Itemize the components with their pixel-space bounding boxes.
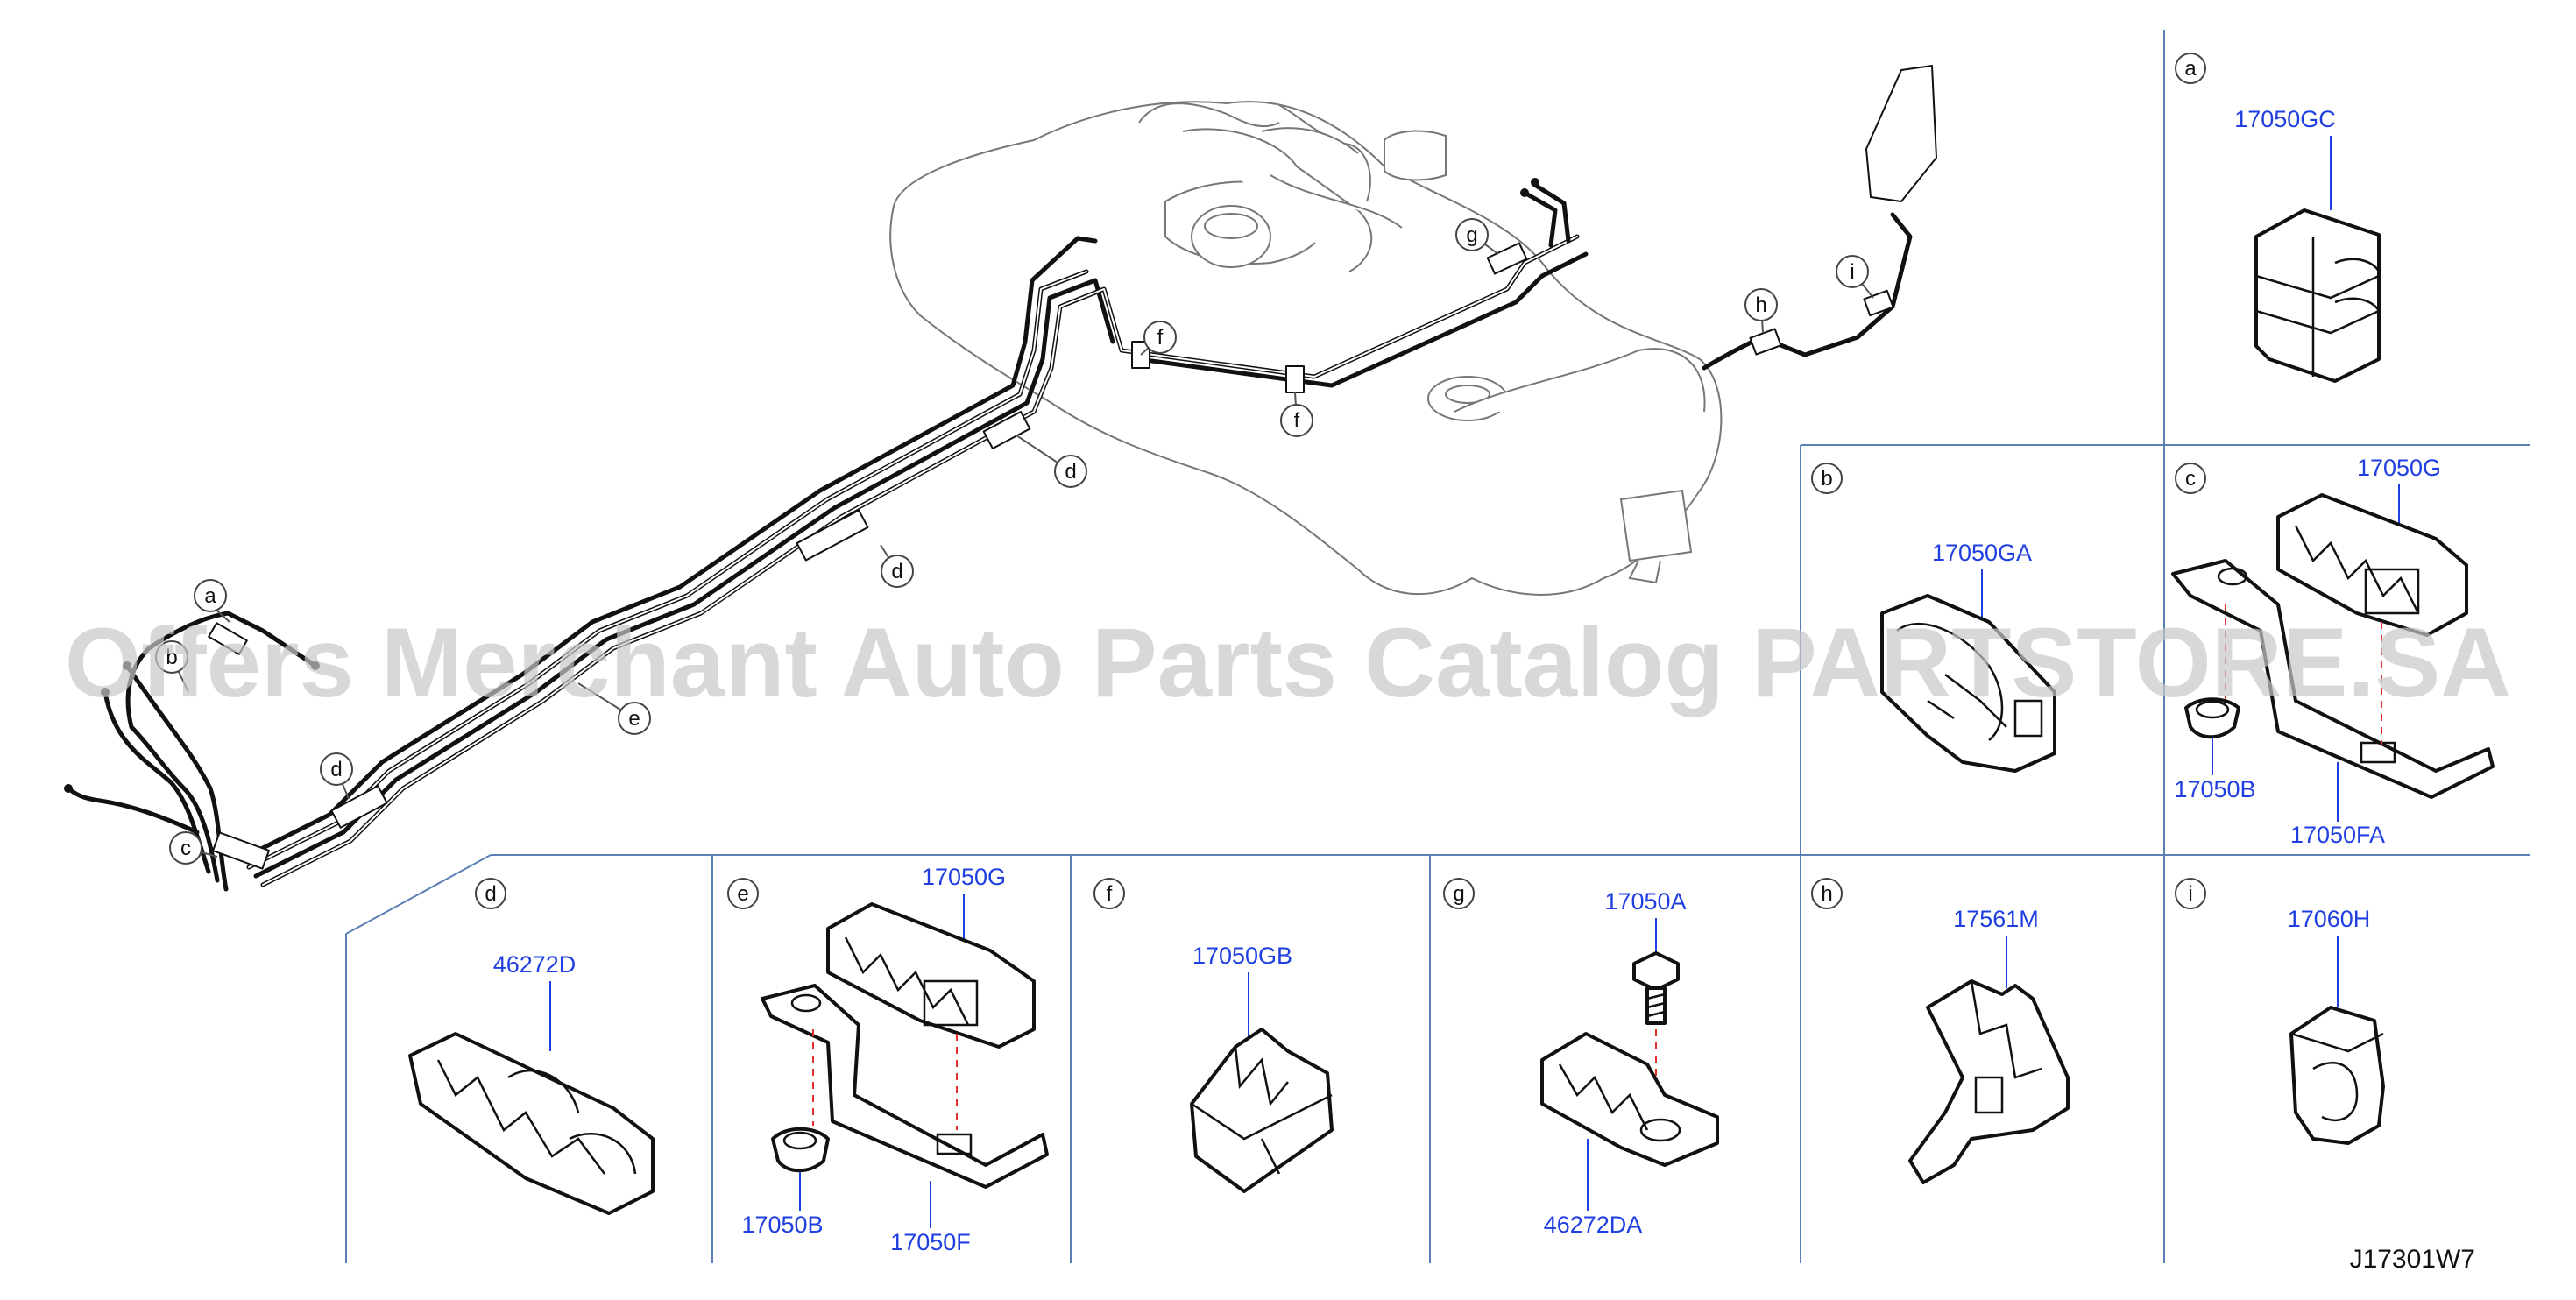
part-46272DA: 46272DA [1544,1212,1643,1238]
part-17050B-e: 17050B [741,1212,823,1238]
callout-g: g [1455,218,1499,255]
callout-a: a [194,579,230,623]
svg-text:i: i [1850,260,1854,284]
part-17050FA: 17050FA [2290,822,2385,848]
svg-text:g: g [1466,223,1477,247]
bolt-17050A-drawing [1632,951,1680,1025]
callout-c: c [169,831,218,865]
panel-e: e 17050G 17050B 17050F [727,864,1049,1255]
clip-17050G-e-drawing [826,902,1036,1049]
svg-text:b: b [166,646,177,669]
part-17050GC: 17050GC [2234,106,2336,132]
part-17050F: 17050F [890,1229,971,1255]
svg-text:f: f [1294,409,1300,433]
callout-d-2: d [880,544,914,588]
svg-text:h: h [1755,293,1766,317]
panel-b: b 17050GA [1811,463,2056,773]
part-17050B-c: 17050B [2174,776,2255,802]
clip-17050GC-drawing [2254,208,2381,383]
panel-g-letter: g [1453,882,1464,906]
panel-e-letter: e [737,882,748,906]
svg-text:d: d [330,758,342,781]
part-17561M: 17561M [1953,906,2039,932]
callout-f-2: f [1280,392,1313,437]
callout-f-1: f [1140,321,1177,356]
panel-a: a 17050GC [2175,53,2381,383]
svg-text:c: c [180,837,191,860]
clip-17050G-c-drawing [2276,493,2468,637]
panel-f-letter: f [1107,882,1113,906]
part-17050A: 17050A [1604,888,1686,915]
panel-i-letter: i [2188,882,2192,906]
part-17060H: 17060H [2288,906,2371,932]
clip-46272DA-drawing [1540,1032,1719,1167]
callout-h: h [1744,288,1778,334]
svg-text:a: a [204,584,216,608]
panel-a-letter: a [2184,57,2197,81]
diagram-ref-code: J17301W7 [2350,1245,2475,1274]
clip-17060H-drawing [2289,1006,2385,1145]
clip-46272D-drawing [408,1032,655,1215]
part-46272D: 46272D [493,951,577,978]
panel-g: g 17050A 46272DA [1443,878,1719,1238]
part-17050GA: 17050GA [1932,540,2032,566]
panel-h-letter: h [1821,882,1832,906]
part-17050G-c: 17050G [2357,455,2441,481]
callout-b: b [155,640,189,693]
part-17050GB: 17050GB [1192,943,1292,969]
panel-d: d 46272D [408,878,655,1215]
panel-f: f 17050GB [1093,878,1334,1193]
part-17050G-e: 17050G [922,864,1006,890]
callout-d-3: d [1016,435,1087,488]
clip-17050GA-drawing [1880,594,2056,773]
svg-text:d: d [891,560,902,583]
panel-h: h 17561M [1811,878,2070,1184]
nut-17050B-c-drawing [2184,697,2240,739]
svg-text:f: f [1157,326,1164,350]
panel-frame [345,30,2530,1263]
nut-17050B-e-drawing [771,1127,830,1173]
panel-i: i 17060H [2175,878,2385,1145]
svg-text:d: d [1065,460,1076,484]
callout-d-1: d [320,752,353,800]
panel-b-letter: b [1821,467,1832,491]
bracket-17050FA-drawing [2171,559,2495,799]
clip-17561M-drawing [1908,979,2070,1184]
panel-c-letter: c [2185,467,2196,491]
clip-17050GB-drawing [1190,1028,1334,1193]
bracket-17050F-drawing [761,984,1049,1189]
watermark-text: Offers Merchant Auto Parts Catalog PARTS… [65,608,2511,717]
callout-i: i [1836,255,1874,299]
panel-d-letter: d [485,882,496,906]
pipe-clips [208,65,1937,870]
main-callouts: a b c d d d e f f g h i [155,218,1874,865]
panel-c: c 17050G 17050B 17050FA [2171,455,2495,848]
fuel-tank [889,101,1723,596]
svg-text:e: e [628,707,640,731]
callout-e: e [577,682,651,735]
